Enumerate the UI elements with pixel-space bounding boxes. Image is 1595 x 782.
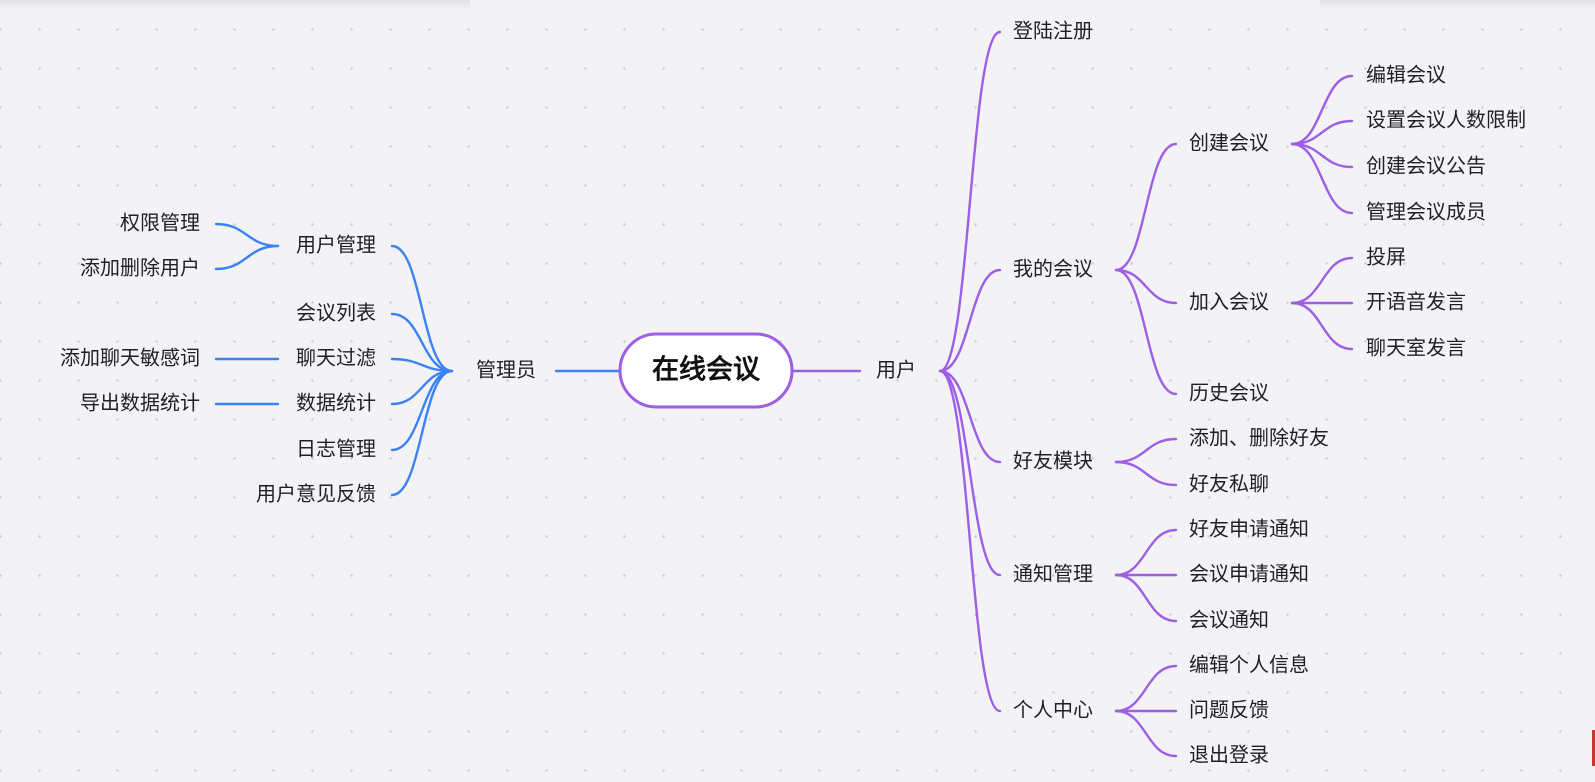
node-user-join-meeting[interactable]: 加入会议 bbox=[1189, 290, 1269, 314]
node-user-my-meetings[interactable]: 我的会议 bbox=[1013, 257, 1093, 281]
node-admin-permission-management[interactable]: 权限管理 bbox=[120, 211, 200, 235]
node-user-meeting-notice[interactable]: 会议通知 bbox=[1189, 608, 1269, 632]
node-admin-user-management[interactable]: 用户管理 bbox=[296, 233, 376, 257]
mindmap-edges bbox=[214, 30, 1354, 758]
edge-create-meeting-child-1 bbox=[1290, 119, 1354, 146]
edge-notifications-child-0 bbox=[1114, 528, 1178, 577]
edge-marker bbox=[1592, 730, 1595, 766]
edge-my-meetings-child-2 bbox=[1114, 268, 1178, 396]
node-user-history-meetings[interactable]: 历史会议 bbox=[1189, 381, 1269, 405]
node-user-create-announcement[interactable]: 创建会议公告 bbox=[1366, 154, 1486, 178]
edge-create-meeting-child-0 bbox=[1290, 74, 1354, 146]
node-user-set-participant-limit[interactable]: 设置会议人数限制 bbox=[1366, 108, 1526, 132]
node-admin-log-management[interactable]: 日志管理 bbox=[296, 437, 376, 461]
node-admin-chat-filter[interactable]: 聊天过滤 bbox=[296, 346, 376, 370]
edge-admin-child-5 bbox=[390, 369, 454, 497]
node-user-voice-speak[interactable]: 开语音发言 bbox=[1366, 290, 1466, 314]
edge-admin-child-4 bbox=[390, 369, 454, 452]
edge-friends-child-1 bbox=[1114, 460, 1178, 487]
edge-notifications-child-2 bbox=[1114, 573, 1178, 623]
node-user-logout[interactable]: 退出登录 bbox=[1189, 743, 1269, 767]
root-node[interactable]: 在线会议 bbox=[618, 332, 794, 409]
node-admin-data-statistics[interactable]: 数据统计 bbox=[296, 391, 376, 415]
edge-user-child-1 bbox=[938, 268, 1002, 373]
node-user-login-register[interactable]: 登陆注册 bbox=[1013, 19, 1093, 43]
edge-admin-child-0 bbox=[390, 244, 454, 373]
edge-user-management-child-1 bbox=[214, 244, 280, 271]
edge-user-child-0 bbox=[938, 30, 1002, 373]
node-admin-add-delete-user[interactable]: 添加删除用户 bbox=[80, 256, 200, 280]
edge-user-child-3 bbox=[938, 369, 1002, 577]
edge-user-child-4 bbox=[938, 369, 1002, 713]
node-user-create-meeting[interactable]: 创建会议 bbox=[1189, 131, 1269, 155]
edge-create-meeting-child-3 bbox=[1290, 142, 1354, 215]
node-admin[interactable]: 管理员 bbox=[476, 358, 536, 382]
node-admin-user-feedback[interactable]: 用户意见反馈 bbox=[256, 482, 376, 506]
node-user-screen-share[interactable]: 投屏 bbox=[1366, 245, 1406, 269]
root-node-label: 在线会议 bbox=[652, 355, 761, 386]
edge-my-meetings-child-0 bbox=[1114, 142, 1178, 272]
node-user-friend-request-notice[interactable]: 好友申请通知 bbox=[1189, 517, 1309, 541]
edge-my-meetings-child-1 bbox=[1114, 268, 1178, 305]
edge-friends-child-0 bbox=[1114, 437, 1178, 464]
root-node-box bbox=[618, 332, 794, 409]
node-user-manage-members[interactable]: 管理会议成员 bbox=[1366, 200, 1486, 224]
node-user-chatroom-speak[interactable]: 聊天室发言 bbox=[1366, 336, 1466, 360]
node-user-notifications[interactable]: 通知管理 bbox=[1013, 562, 1093, 586]
node-admin-add-sensitive-words[interactable]: 添加聊天敏感词 bbox=[60, 346, 200, 370]
node-user-issue-feedback[interactable]: 问题反馈 bbox=[1189, 698, 1269, 722]
edge-personal-center-child-0 bbox=[1114, 664, 1178, 713]
edge-join-meeting-child-0 bbox=[1290, 256, 1354, 305]
edge-admin-child-1 bbox=[390, 312, 454, 373]
node-user-friends[interactable]: 好友模块 bbox=[1013, 449, 1093, 473]
node-admin-export-statistics[interactable]: 导出数据统计 bbox=[80, 391, 200, 415]
edge-user-child-2 bbox=[938, 369, 1002, 464]
edge-user-management-child-0 bbox=[214, 222, 280, 248]
node-user-meeting-request-notice[interactable]: 会议申请通知 bbox=[1189, 562, 1309, 586]
node-user-edit-profile[interactable]: 编辑个人信息 bbox=[1189, 653, 1309, 677]
node-user[interactable]: 用户 bbox=[876, 358, 916, 382]
node-user-add-delete-friend[interactable]: 添加、删除好友 bbox=[1189, 426, 1329, 450]
node-admin-meeting-list[interactable]: 会议列表 bbox=[296, 301, 376, 325]
node-user-edit-meeting[interactable]: 编辑会议 bbox=[1366, 63, 1446, 87]
node-user-private-chat[interactable]: 好友私聊 bbox=[1189, 472, 1269, 496]
edge-join-meeting-child-2 bbox=[1290, 301, 1354, 351]
edge-personal-center-child-2 bbox=[1114, 709, 1178, 758]
node-user-personal-center[interactable]: 个人中心 bbox=[1013, 698, 1093, 722]
